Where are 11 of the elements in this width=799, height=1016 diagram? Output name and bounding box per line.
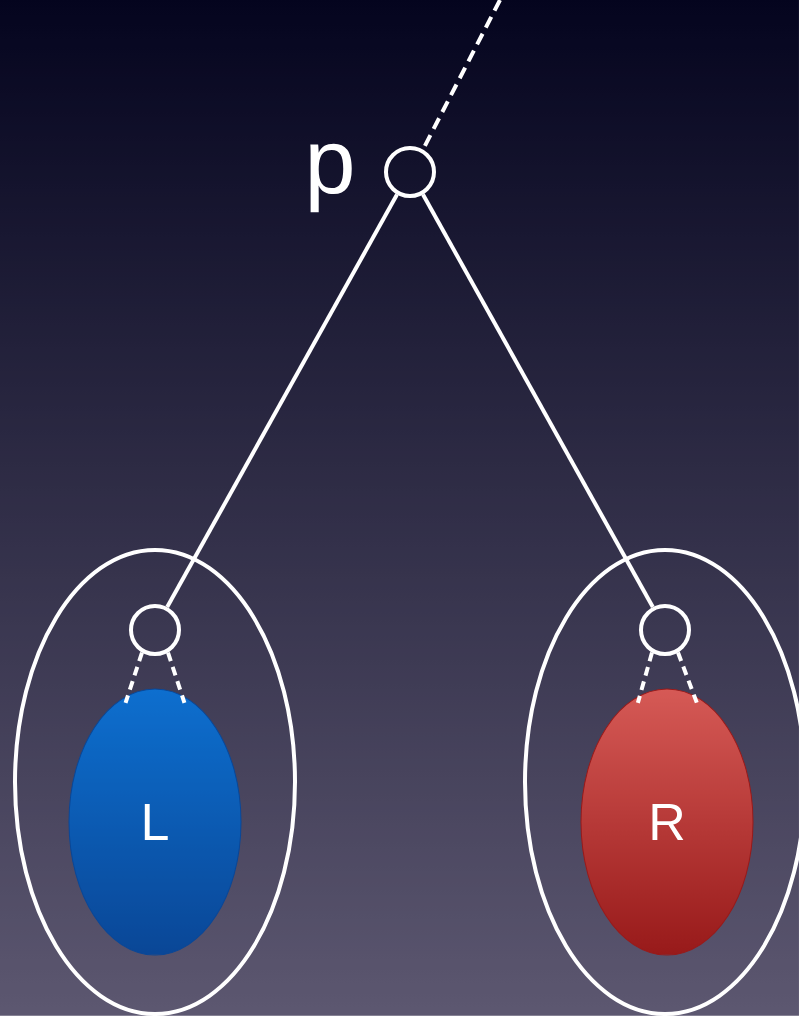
connector-line (165, 193, 399, 609)
connector-line (676, 651, 699, 704)
node-label: p (310, 143, 352, 213)
subtree-ellipse (13, 548, 297, 1016)
connector-line (421, 193, 655, 609)
connector-line (166, 651, 187, 704)
tree-node-circle (384, 146, 436, 198)
tree-node-circle (639, 604, 691, 656)
tree-node-circle (129, 604, 181, 656)
connector-line (635, 652, 654, 704)
connector-line (123, 651, 144, 704)
